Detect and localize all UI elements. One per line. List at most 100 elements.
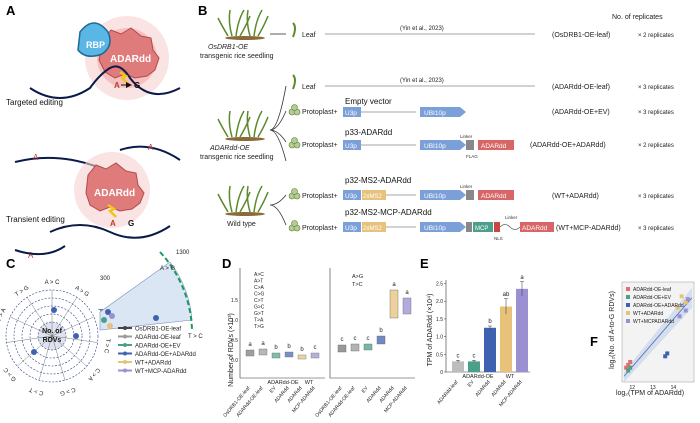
d-sig-right-3: b — [379, 328, 383, 334]
d-boxplots: 0.00.51.01.5A>CA>TC>AC>GC>TG>CG>TT>AT>GA… — [222, 268, 415, 419]
radar-legend-label-4: WT+ADARdd — [135, 361, 171, 367]
u3p-label-3: U3p — [345, 193, 357, 200]
adardd-enzyme-shape-2 — [85, 162, 145, 212]
branch-wt — [269, 194, 287, 226]
panel-label-b: B — [198, 3, 207, 18]
panel-label-d: D — [222, 256, 231, 271]
radar-legend: OsDRB1-OE-leafADARdd-OE-leafADARdd-OE+EV… — [118, 326, 196, 375]
f-ci-band — [624, 287, 692, 382]
base-a-1: A — [114, 81, 120, 90]
row1-note: (Yin et al., 2023) — [400, 78, 444, 84]
radar-spoke-10 — [26, 297, 53, 337]
leaf-icon — [292, 22, 296, 38]
f-point-3-0 — [675, 305, 680, 310]
f-xlabel: log₂(TPM of ADARdd) — [616, 390, 684, 397]
ms2-box — [362, 190, 386, 200]
u3p-label: U3p — [345, 110, 357, 117]
radar-axis-label-9: T > A — [0, 308, 8, 323]
edit-bolt-2 — [107, 203, 117, 218]
u3p-label-4: U3p — [345, 225, 357, 232]
f-point-1-1 — [628, 365, 633, 370]
ubi-box-4 — [420, 222, 466, 232]
d-sig-left-3: b — [287, 344, 291, 350]
radar-spoke-1 — [51, 297, 78, 337]
u3p-box — [343, 107, 361, 117]
radar-point-2 — [107, 323, 113, 329]
f-legend-swatch-1 — [626, 295, 630, 299]
d-sig-left-2: b — [274, 345, 278, 351]
row2-label: (ADARdd-OE+EV) — [552, 109, 610, 116]
e-ytick-4: 2.0 — [436, 299, 443, 305]
protoplast-icon — [288, 104, 301, 116]
radar-point-0 — [105, 309, 111, 315]
row1-rep: × 3 replicates — [638, 85, 674, 91]
panel-d: D Number of RDVs (×10³) 0.00.51.01.5A>CA… — [222, 256, 415, 419]
row2-sample: Protoplast+ — [302, 109, 338, 116]
protoplast-icon-2 — [288, 137, 301, 149]
u3p-label-2: U3p — [345, 143, 357, 150]
radar-axis-label-3: T > C — [102, 338, 110, 354]
row5-label: (WT+MCP-ADARdd) — [556, 225, 621, 232]
base-a-4: A — [110, 219, 116, 228]
row3-rep: × 2 replicates — [638, 143, 674, 149]
f-legend-swatch-2 — [626, 303, 630, 307]
radar-spoke-4 — [51, 335, 87, 367]
d-legend-left-6: G>T — [254, 311, 264, 317]
f-legend-label-3: WT+ADARdd — [633, 311, 663, 317]
radar-ring-4 — [5, 289, 99, 383]
ubi-label: UBI10p — [424, 110, 446, 117]
d-box-left-2 — [271, 352, 281, 359]
radar-legend-dot-3 — [123, 351, 127, 356]
d-box-left-3 — [284, 351, 294, 358]
radar-spoke-2 — [51, 316, 94, 337]
f-point-3-2 — [683, 300, 688, 304]
rna-strand-2 — [119, 145, 181, 161]
row3-construct: p33-ADARdd — [345, 128, 392, 137]
d-sig-left-1: a — [261, 341, 265, 347]
f-legend-swatch-3 — [626, 311, 630, 315]
d-legend-left-7: T>A — [254, 318, 264, 324]
d-legend-left-0: A>C — [254, 272, 264, 278]
adardd-label-2: ADARdd — [94, 188, 135, 199]
radar-point-4 — [153, 315, 159, 321]
panel-label-c: C — [6, 256, 16, 271]
radar-point-inner-0 — [51, 307, 57, 313]
plant-sub-adardd: transgenic rice seedling — [200, 154, 274, 161]
ring-label-300: 300 — [100, 276, 111, 282]
panel-e: E TPM of ADARdd (×10⁴) 00.51.01.52.02.5c… — [420, 256, 530, 408]
d-sig-right-2: c — [367, 336, 370, 342]
radar-axis-label-4: C > A — [86, 366, 100, 381]
f-ylabel: log₂(No. of A-to-G RDVs) — [609, 291, 616, 369]
branch-adardd — [269, 85, 287, 162]
mcp-box — [473, 222, 493, 232]
radar-spoke-5 — [51, 335, 66, 381]
row1-sample: Leaf — [302, 84, 316, 91]
d-sig-right-5: a — [405, 290, 409, 296]
e-bar-3 — [500, 306, 512, 372]
plant-label-adardd: ADARdd-OE — [209, 145, 250, 152]
radar-outer-arc — [159, 251, 193, 331]
rna-strand-1 — [14, 156, 96, 167]
row4-rep: × 3 replicates — [638, 194, 674, 200]
radar-spoke-6 — [38, 335, 53, 381]
radar-axis-label-7: G > C — [3, 366, 18, 382]
f-point-0-1 — [626, 362, 631, 367]
radar-axis-label-5: C > G — [59, 386, 76, 396]
d-box-right-4 — [389, 289, 399, 319]
f-legend-label-2: ADARdd-OE+ADARdd — [633, 303, 684, 309]
panel-f: F log₂(No. of A-to-G RDVs) log₂(TPM of A… — [590, 281, 695, 397]
row5-sample: Protoplast+ — [302, 225, 338, 232]
d-legend-right-0: A>G — [352, 274, 363, 280]
d-box-right-5 — [402, 297, 412, 315]
e-ytick-3: 1.5 — [436, 317, 443, 323]
row4-label: (WT+ADARdd) — [552, 193, 599, 200]
row1-label: (ADARdd-OE-leaf) — [552, 84, 610, 91]
radar-center-line1: No. of — [42, 328, 62, 335]
f-point-1-0 — [626, 368, 631, 373]
base-a-5: A — [28, 251, 34, 260]
f-legend-label-1: ADARdd-OE+EV — [633, 295, 672, 301]
e-sig-0: c — [457, 353, 460, 359]
nls-label: NLS — [494, 236, 503, 241]
f-point-2-0 — [663, 354, 668, 359]
row3-sample: Protoplast+ — [302, 142, 338, 149]
